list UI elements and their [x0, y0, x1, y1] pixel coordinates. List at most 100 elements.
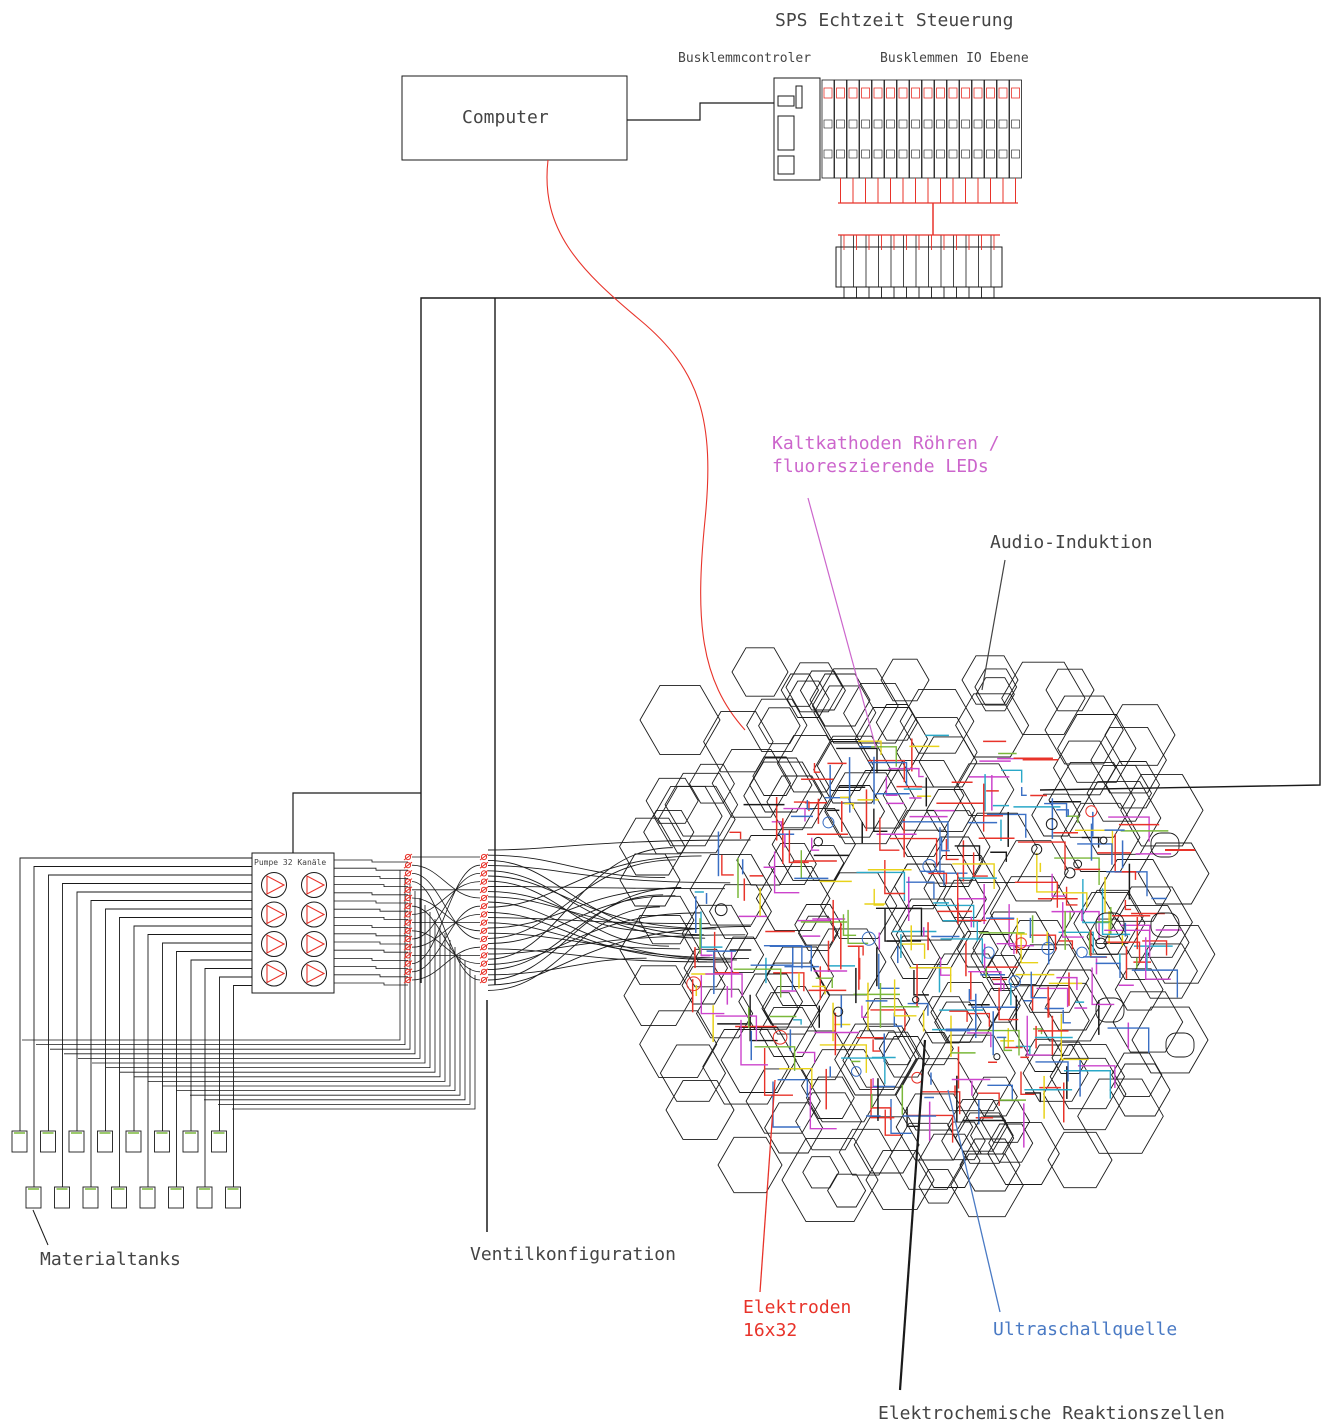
- reaction-cell: [916, 1033, 953, 1065]
- cell-electrode: [914, 970, 929, 995]
- reaction-cell: [723, 937, 764, 972]
- reaction-cell: [866, 1151, 934, 1210]
- tank: [55, 1187, 70, 1208]
- cold-cathode-label-2: fluoreszierende LEDs: [772, 456, 989, 477]
- valve-cross-wire: [412, 898, 480, 931]
- tank-return-wire: [78, 898, 420, 1058]
- tank-to-pump-wire: [134, 926, 252, 1131]
- plc-relay-wiring: [838, 203, 1018, 235]
- controller-label: Busklemmcontroler: [678, 51, 811, 66]
- cell-electrode: [1125, 900, 1131, 910]
- pump-to-valve-wire: [334, 975, 408, 977]
- pump-circle: [302, 961, 327, 986]
- cell-electrode: [984, 784, 1003, 816]
- reaction-cell: [843, 1031, 911, 1090]
- cell-electrode: [874, 889, 884, 905]
- pump-circle: [262, 932, 287, 957]
- tank: [98, 1131, 113, 1152]
- cell-electrode: [843, 914, 856, 935]
- reaction-cell: [863, 999, 910, 1039]
- pump-to-valve-wire: [334, 958, 408, 960]
- tank-to-pump-wire: [91, 901, 252, 1188]
- tank: [12, 1131, 27, 1152]
- cell-electrode: [722, 855, 734, 875]
- reaction-cell: [854, 1117, 919, 1173]
- cell-electrode: [906, 882, 934, 899]
- cell-electrode: [729, 832, 740, 839]
- tank-to-pump-wire: [163, 943, 253, 1131]
- tank-to-pump-wire: [205, 969, 252, 1188]
- tank: [26, 1187, 41, 1208]
- cell-electrode: [797, 1052, 815, 1063]
- valve-cross-wire: [412, 914, 480, 947]
- ultrasound-label: Ultraschallquelle: [993, 1319, 1177, 1340]
- tank-to-pump-wire: [20, 858, 252, 1131]
- reaction-cell: [919, 737, 977, 787]
- cells-label: Elektrochemische Reaktionszellen: [878, 1403, 1225, 1424]
- pump-circle: [262, 902, 287, 927]
- material-tanks: [12, 1131, 241, 1208]
- material-tanks-label: Materialtanks: [40, 1249, 181, 1270]
- audio-induction-pointer: [982, 560, 1005, 690]
- cell-electrode: [1022, 787, 1027, 795]
- reaction-cell: [897, 717, 978, 787]
- tank: [41, 1131, 56, 1152]
- reaction-cell: [760, 1007, 817, 1056]
- reaction-cell: [1148, 925, 1215, 983]
- tank: [183, 1131, 198, 1152]
- reaction-cell: [660, 1045, 725, 1101]
- reaction-cell: [1046, 669, 1094, 711]
- reaction-cell: [782, 1138, 878, 1221]
- cell-electrode: [949, 1011, 967, 1022]
- reaction-cell: [1139, 843, 1209, 904]
- computer: Computer: [402, 76, 627, 160]
- reaction-cell: [844, 683, 913, 743]
- computer-plc-wire: [627, 103, 775, 120]
- computer-label: Computer: [462, 107, 549, 128]
- reaction-cell: [885, 864, 973, 940]
- pump-circle: [262, 961, 287, 986]
- valve-to-cell-wire: [488, 840, 750, 850]
- tank: [226, 1187, 241, 1208]
- cell-component: [1086, 806, 1097, 817]
- pump-to-valve-wire: [334, 868, 408, 870]
- pump-to-valve-wire: [334, 901, 408, 903]
- plc-title: SPS Echtzeit Steuerung: [775, 10, 1013, 31]
- io-label: Busklemmen IO Ebene: [880, 51, 1029, 66]
- cell-electrode: [812, 838, 820, 851]
- cold-cathode-label-1: Kaltkathoden Röhren /: [772, 433, 1000, 454]
- cell-component: [1100, 837, 1107, 844]
- reaction-cell: [1110, 1064, 1170, 1116]
- cell-component: [851, 1067, 861, 1077]
- reaction-cell: [793, 1031, 849, 1080]
- reaction-cell: [1032, 794, 1080, 836]
- cell-electrode: [967, 1014, 989, 1027]
- cell-electrode: [1082, 838, 1099, 848]
- cell-component: [814, 837, 822, 845]
- pump-to-valve-wire: [334, 926, 408, 928]
- reaction-cell: [1121, 775, 1203, 846]
- cell-component: [1096, 913, 1124, 937]
- tank-to-pump-wire: [49, 875, 253, 1131]
- audio-induction-label: Audio-Induktion: [990, 532, 1153, 553]
- pump-to-valve-wire: [334, 917, 408, 919]
- pump-to-valve-wire: [334, 950, 408, 952]
- reaction-cell: [710, 885, 772, 939]
- tank: [155, 1131, 170, 1152]
- cold-cathode-pointer: [808, 498, 876, 748]
- tank-return-wire: [232, 975, 475, 1109]
- cell-electrode: [937, 905, 974, 927]
- main-bus-frame: [421, 298, 1320, 983]
- valve-to-cell-wire: [488, 866, 730, 883]
- pump-to-valve-wire: [334, 934, 408, 936]
- tank-to-pump-wire: [106, 909, 253, 1131]
- reaction-cell: [640, 685, 720, 754]
- cell-electrode: [1096, 963, 1120, 978]
- pump-to-valve-wire: [334, 876, 408, 878]
- cell-electrode: [848, 946, 863, 955]
- cell-electrode: [793, 1020, 801, 1025]
- pump-label: Pumpe 32 Kanäle: [254, 858, 326, 867]
- pump-to-valve-wire: [334, 885, 408, 887]
- cell-component: [1065, 868, 1075, 878]
